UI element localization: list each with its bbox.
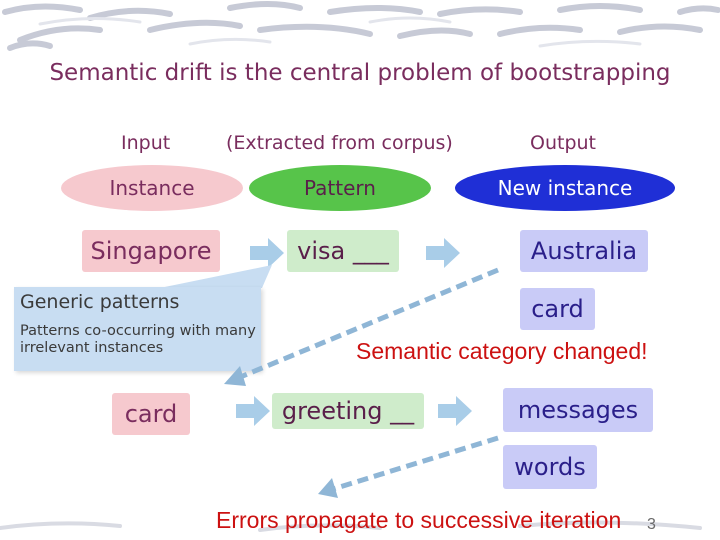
arrow-right-icon (236, 396, 270, 426)
errors-propagate-note: Errors propagate to successive iteration (216, 507, 621, 534)
new-instance-messages: messages (503, 388, 653, 432)
instance-card: card (112, 393, 190, 435)
page-number: 3 (647, 516, 656, 534)
pattern-greeting: greeting __ (272, 393, 424, 429)
arrow-right-icon (438, 396, 472, 426)
new-instance-words: words (503, 445, 597, 489)
